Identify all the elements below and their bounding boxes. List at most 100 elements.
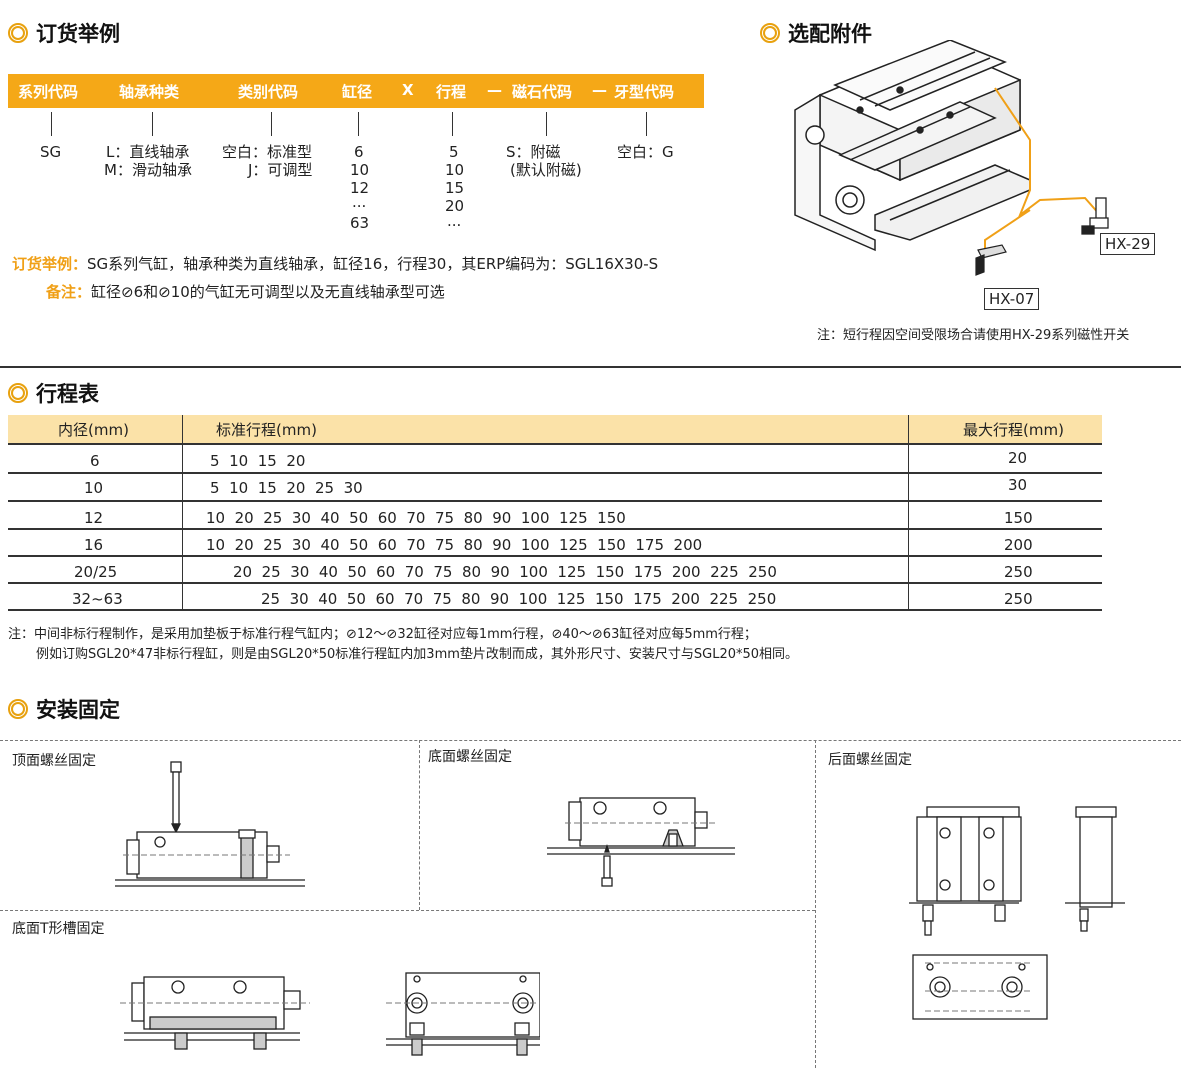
header-magnet: 磁石代码 [512,83,573,101]
row-divider [8,582,1102,584]
row-divider [8,609,1102,611]
section-title-order: 订货举例 [8,18,120,48]
bore-option: ... [352,193,367,211]
table-cell-std: 5 10 15 20 25 30 [210,479,363,497]
col-bore-header: 内径(mm) [58,421,129,439]
connector-line [358,112,359,136]
circle-bullet-icon [8,383,28,403]
mount-label-top: 顶面螺丝固定 [12,753,96,769]
bottom-screw-drawing [547,797,735,887]
panel-border [815,740,816,1068]
section-title-stroke: 行程表 [8,378,99,408]
table-cell-std: 10 20 25 30 40 50 60 70 75 80 90 100 125… [206,536,703,554]
mount-label-bottom: 底面螺丝固定 [428,749,512,765]
table-cell-bore: 32~63 [72,590,123,608]
example-line: 订货举例：SG系列气缸，轴承种类为直线轴承，缸径16，行程30，其ERP编码为：… [12,255,658,273]
section-title-accessories-text: 选配附件 [788,22,872,46]
order-code-header-bar: 系列代码 轴承种类 类别代码 缸径 X 行程 — 磁石代码 — 牙型代码 [8,74,704,108]
bore-option: 6 [354,143,364,161]
circle-bullet-icon [8,23,28,43]
bearing-option-l: L：直线轴承 [106,143,190,161]
connector-line [271,112,272,136]
connector-line [152,112,153,136]
header-dash-2: — [592,81,607,99]
table-cell-std: 25 30 40 50 60 70 75 80 90 100 125 150 1… [261,590,777,608]
category-option-j: J：可调型 [248,161,313,179]
table-cell-std: 20 25 30 40 50 60 70 75 80 90 100 125 15… [233,563,777,581]
row-divider [8,443,1102,445]
table-cell-max: 20 [1008,449,1028,467]
table-cell-max: 30 [1008,476,1028,494]
table-cell-std: 10 20 25 30 40 50 60 70 75 80 90 100 125… [206,509,626,527]
row-divider [8,472,1102,474]
thread-option: 空白：G [617,143,674,161]
table-cell-bore: 16 [84,536,104,554]
mount-label-tslot: 底面T形槽固定 [12,921,105,937]
header-bearing: 轴承种类 [119,83,180,101]
connector-line [452,112,453,136]
stroke-option: ... [447,212,462,230]
note-text: 缸径⊘6和⊘10的气缸无可调型以及无直线轴承型可选 [91,283,445,301]
note-label: 备注： [46,283,92,301]
table-cell-max: 150 [1004,509,1033,527]
magnet-option: S：附磁 [506,143,561,161]
stroke-option: 10 [445,161,465,179]
magnet-option-default: (默认附磁) [510,161,582,179]
cylinder-accessory-drawing [794,40,1109,276]
col-max-header: 最大行程(mm) [963,421,1064,439]
row-divider [8,500,1102,502]
top-screw-drawing [115,761,305,887]
category-option-blank: 空白：标准型 [222,143,313,161]
table-cell-max: 250 [1004,563,1033,581]
table-cell-bore: 12 [84,509,104,527]
table-cell-max: 200 [1004,536,1033,554]
bore-option: 10 [350,161,370,179]
bearing-option-m: M：滑动轴承 [104,161,192,179]
example-text: SG系列气缸，轴承种类为直线轴承，缸径16，行程30，其ERP编码为：SGL16… [87,255,659,273]
stroke-table-header: 内径(mm) 标准行程(mm) 最大行程(mm) [8,415,1102,443]
section-title-order-text: 订货举例 [36,22,120,46]
connector-line [646,112,647,136]
note-line: 备注：缸径⊘6和⊘10的气缸无可调型以及无直线轴承型可选 [46,283,445,301]
col-std-header: 标准行程(mm) [216,421,317,439]
section-divider [0,366,1181,368]
stroke-option: 5 [449,143,459,161]
section-title-stroke-text: 行程表 [36,382,99,406]
section-title-mounting: 安装固定 [8,694,120,724]
accessory-note: 注：短行程因空间受限场合请使用HX-29系列磁性开关 [817,328,1130,343]
bore-option: 63 [350,214,370,232]
header-thread: 牙型代码 [614,83,675,101]
rear-screw-drawing [909,806,1125,1020]
circle-bullet-icon [760,23,780,43]
section-title-mounting-text: 安装固定 [36,698,120,722]
header-x: X [402,81,414,99]
tslot-drawing [120,972,540,1056]
section-title-accessories: 选配附件 [760,18,872,48]
panel-border [0,910,815,911]
header-category: 类别代码 [238,83,299,101]
stroke-option: 15 [445,179,465,197]
connector-line [51,112,52,136]
panel-border [0,740,1181,741]
header-bore: 缸径 [342,83,373,101]
table-cell-bore: 6 [90,452,100,470]
row-divider [8,555,1102,557]
stroke-note-line2: 例如订购SGL20*47非标行程缸，则是由SGL20*50标准行程缸内加3mm垫… [36,647,799,662]
table-cell-bore: 20/25 [74,563,118,581]
connector-line [546,112,547,136]
table-cell-std: 5 10 15 20 [210,452,306,470]
table-cell-bore: 10 [84,479,104,497]
mount-label-rear: 后面螺丝固定 [828,752,912,768]
series-value: SG [40,143,62,161]
circle-bullet-icon [8,699,28,719]
bore-option: 12 [350,179,370,197]
hx29-label: HX-29 [1100,233,1156,255]
hx07-label: HX-07 [984,288,1040,310]
row-divider [8,528,1102,530]
example-label: 订货举例： [12,255,88,273]
header-series: 系列代码 [18,83,79,101]
stroke-option: 20 [445,197,465,215]
panel-border [419,740,420,910]
column-divider [182,415,183,610]
header-dash-1: — [487,81,502,99]
